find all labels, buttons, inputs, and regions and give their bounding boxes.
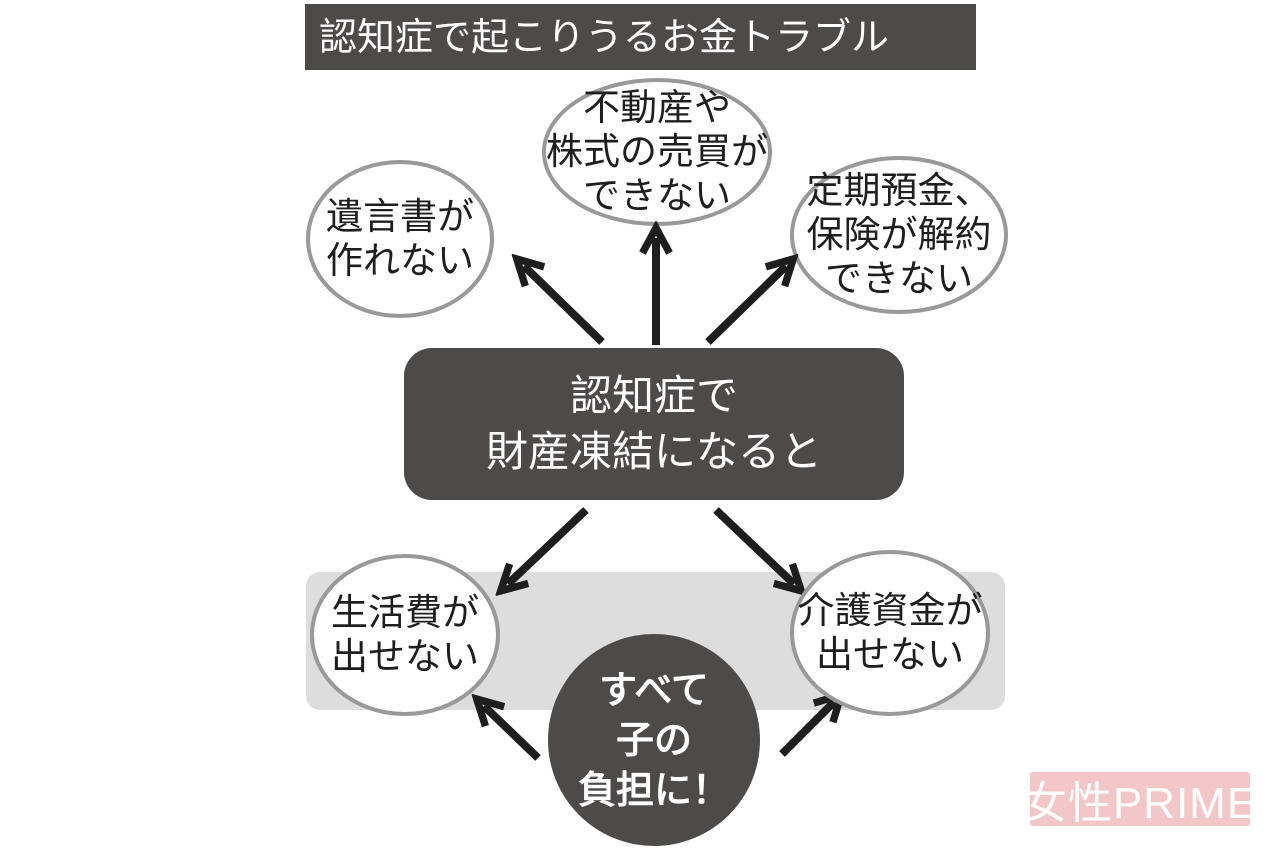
arrow-to-deposits [705,266,786,345]
child-burden-circle: すべて 子の 負担に！ [548,634,760,846]
brand-logo: 女性PRIME [1030,772,1250,826]
arrow-child-to-living [484,706,541,761]
arrow-child-to-care [779,702,834,757]
diagram-title: 認知症で起こりうるお金トラブル [305,4,976,70]
bubble-will: 遺言書が 作れない [306,160,494,318]
center-box: 認知症で 財産凍結になると [404,348,904,500]
arrow-to-living [508,507,589,584]
bubble-care-funds: 介護資金が 出せない [790,550,990,716]
bubble-deposits: 定期預金、 保険が解約 できない [790,156,1008,314]
bubble-living-expenses: 生活費が 出せない [310,554,500,716]
bubble-real-estate: 不動産や 株式の売買が できない [542,78,772,226]
arrow-to-will [524,266,605,345]
arrow-to-care [713,507,794,584]
